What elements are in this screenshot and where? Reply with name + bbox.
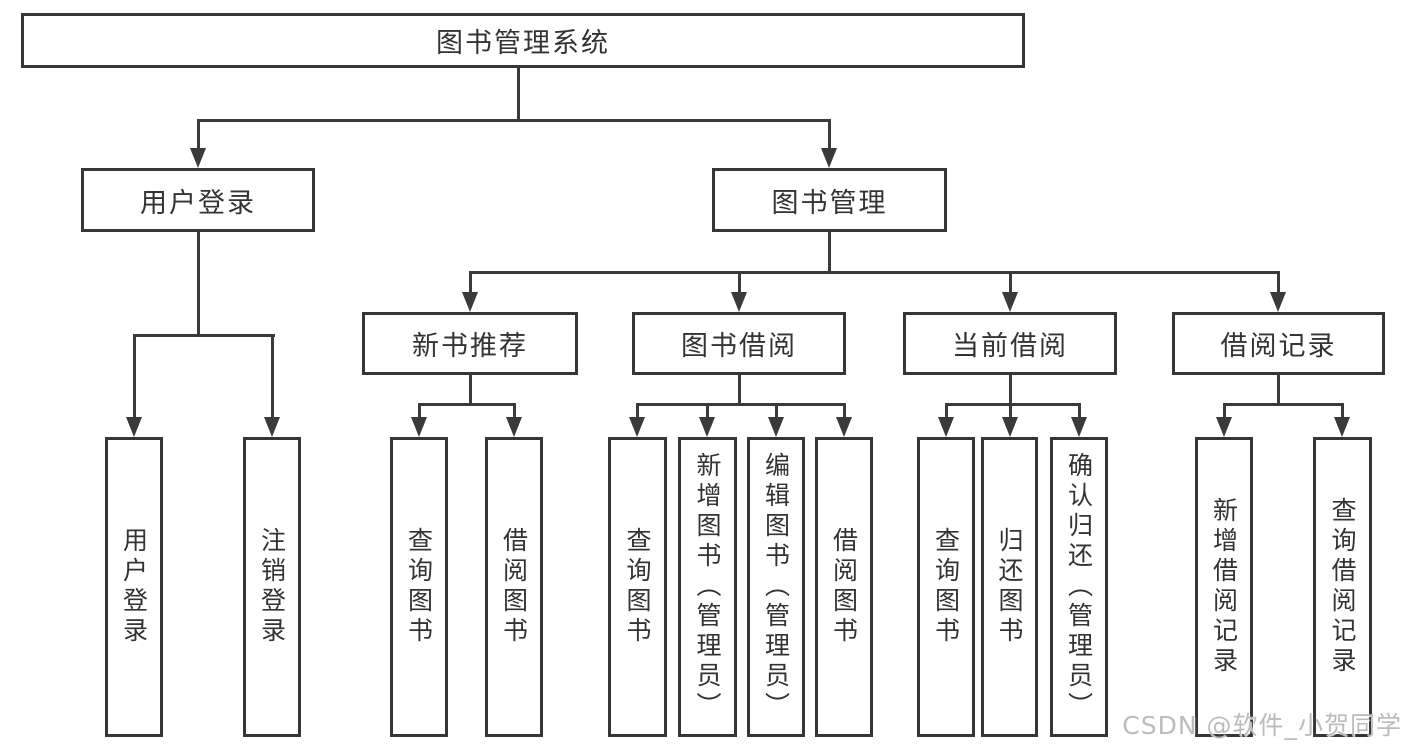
leaf-user-login: 用户登录 [105,437,163,737]
arrow-down-icon [1270,292,1286,312]
connector-book-management-stub [828,232,831,274]
node-book-management: 图书管理 [712,168,947,232]
arrow-down-icon [938,417,954,437]
leaf-borrowing-edit-books-admin: 编辑图书（管理员） [747,437,805,737]
connector-drop-leaf [706,403,709,419]
connector-drop-new-book-recommend [469,271,472,294]
node-new-book-recommend: 新书推荐 [362,312,578,375]
connector-drop-borrowing-records [1277,271,1280,294]
connector-drop-user-login [197,119,200,150]
arrow-down-icon [731,292,747,312]
leaf-label: 查询借阅记录 [1328,497,1357,677]
leaf-label: 查询图书 [623,527,652,647]
connector-drop-leaf [418,403,421,419]
leaf-label: 借阅图书 [829,527,859,647]
leaf-label: 查询图书 [404,527,434,647]
leaf-label: 确认归还（管理员） [1064,452,1094,722]
leaf-records-add-borrow-record: 新增借阅记录 [1195,437,1253,737]
node-current-borrowing: 当前借阅 [903,312,1117,375]
connector-drop-leaf [513,403,516,419]
arrow-down-icon [462,292,478,312]
connector-drop-leaf [1223,403,1226,419]
leaf-borrowing-query-books: 查询图书 [608,437,667,737]
connector-drop-leaf [843,403,846,419]
connector-drop-current-borrowing [1009,271,1012,294]
connector-user-login-bar [133,334,275,337]
leaf-label: 注销登录 [257,527,287,647]
leaf-current-return-books: 归还图书 [981,437,1038,737]
connector-drop-leaf [271,334,274,419]
arrow-down-icon [1334,417,1350,437]
connector-borrowing-records-stub [1277,375,1280,406]
leaf-label: 新增借阅记录 [1209,497,1239,677]
connector-borrowing-records-bar [1223,403,1344,406]
leaf-label: 借阅图书 [499,527,529,647]
connector-level2-bar [197,119,831,122]
leaf-current-confirm-return-admin: 确认归还（管理员） [1050,437,1108,737]
arrow-down-icon [264,417,280,437]
arrow-down-icon [629,417,645,437]
node-user-login: 用户登录 [81,168,315,232]
arrow-down-icon [411,417,427,437]
connector-drop-leaf [1078,403,1081,419]
arrow-down-icon [699,417,715,437]
leaf-label: 新增图书（管理员） [693,452,722,722]
connector-book-borrowing-stub [738,375,741,406]
connector-current-borrowing-bar [945,403,1081,406]
node-book-borrowing: 图书借阅 [632,312,846,375]
csdn-watermark: CSDN @软件_小贺同学 [1122,711,1402,740]
leaf-label: 用户登录 [119,527,149,647]
arrow-down-icon [1002,417,1018,437]
arrow-down-icon [768,417,784,437]
connector-drop-leaf [1009,403,1012,419]
connector-current-borrowing-stub [1009,375,1012,406]
arrow-down-icon [506,417,522,437]
arrow-down-icon [1216,417,1232,437]
leaf-newrec-query-books: 查询图书 [390,437,448,737]
arrow-down-icon [836,417,852,437]
arrow-down-icon [821,148,837,168]
connector-user-login-stub [197,232,200,337]
arrow-down-icon [1071,417,1087,437]
leaf-borrowing-add-books-admin: 新增图书（管理员） [678,437,737,737]
leaf-borrowing-borrow-books: 借阅图书 [815,437,873,737]
arrow-down-icon [1002,292,1018,312]
connector-level3-bar [469,271,1280,274]
connector-new-book-bar [418,403,516,406]
arrow-down-icon [126,417,142,437]
connector-root-stub [517,68,520,122]
connector-drop-book-borrowing [738,271,741,294]
connector-book-borrowing-bar [636,403,846,406]
connector-drop-leaf [636,403,639,419]
leaf-logout-login: 注销登录 [243,437,301,737]
leaf-newrec-borrow-books: 借阅图书 [485,437,543,737]
node-library-management-system: 图书管理系统 [21,13,1025,68]
connector-drop-book-management [828,119,831,150]
leaf-current-query-books: 查询图书 [917,437,975,737]
leaf-records-query-borrow-record: 查询借阅记录 [1313,437,1372,737]
leaf-label: 编辑图书（管理员） [761,452,791,722]
connector-drop-leaf [775,403,778,419]
connector-drop-leaf [945,403,948,419]
connector-new-book-stub [469,375,472,406]
leaf-label: 查询图书 [931,527,961,647]
connector-drop-leaf [1341,403,1344,419]
arrow-down-icon [190,148,206,168]
leaf-label: 归还图书 [995,527,1024,647]
connector-drop-leaf [133,334,136,419]
node-borrowing-records: 借阅记录 [1172,312,1385,375]
